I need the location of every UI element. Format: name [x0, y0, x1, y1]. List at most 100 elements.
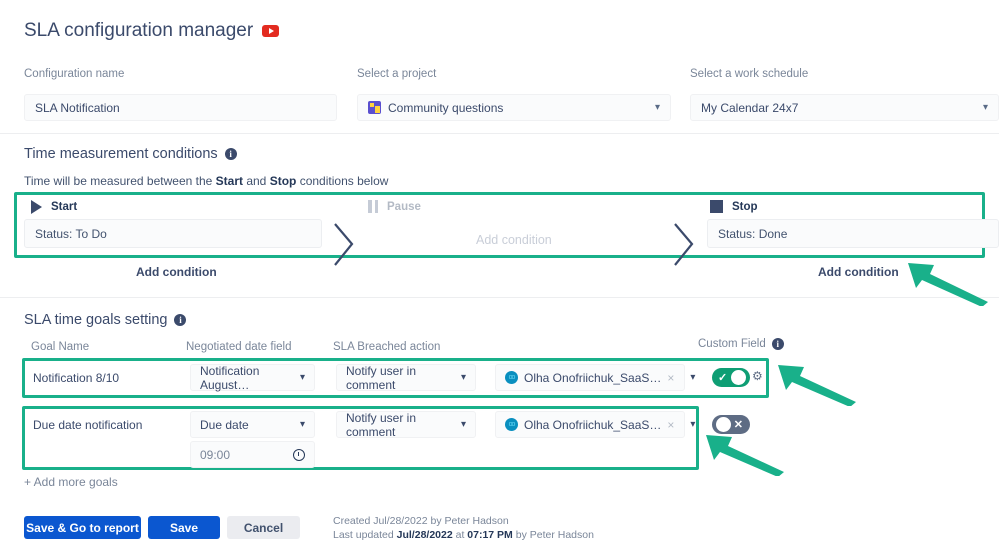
- column-header-breached-action: SLA Breached action: [333, 341, 441, 353]
- page-title: SLA configuration manager: [24, 20, 280, 42]
- goal-row-1-user-select[interactable]: Olha Onofriichuk_SaaS… × ▾: [495, 364, 695, 391]
- goal-row-1-date-field-value: Notification August…: [200, 363, 260, 392]
- annotation-arrow-goal-row-2: [706, 435, 784, 476]
- add-more-goals-link[interactable]: + Add more goals: [24, 475, 118, 489]
- desc-middle: and: [243, 174, 270, 188]
- goal-row-2-user-select[interactable]: Olha Onofriichuk_SaaS… × ▾: [495, 411, 695, 438]
- footer-metadata: Created Jul/28/2022 by Peter Hadson Last…: [333, 514, 594, 542]
- desc-stop: Stop: [269, 174, 297, 188]
- goal-row-1-toggle[interactable]: ✓: [712, 368, 750, 387]
- chevron-down-icon: ▾: [460, 419, 466, 430]
- clock-icon: [293, 448, 305, 461]
- stop-add-condition-link[interactable]: Add condition: [818, 265, 899, 279]
- start-condition-value: Status: To Do: [35, 226, 107, 241]
- created-line: Created Jul/28/2022 by Peter Hadson: [333, 515, 509, 527]
- stop-condition-input[interactable]: Status: Done: [707, 219, 999, 248]
- divider: [0, 133, 999, 134]
- updated-at: at: [452, 529, 468, 541]
- updated-prefix: Last updated: [333, 529, 397, 541]
- goals-heading: SLA time goals setting i: [24, 312, 187, 328]
- goal-row-2-date-field-value: Due date: [200, 417, 249, 432]
- jira-project-icon: [368, 101, 381, 114]
- info-icon[interactable]: i: [174, 314, 187, 326]
- goal-row-1-breached-action-value: Notify user in comment: [346, 363, 417, 392]
- custom-field-label: Custom Field: [698, 338, 766, 350]
- chevron-down-icon: ▾: [690, 372, 696, 383]
- chevron-down-icon: ▾: [654, 101, 660, 113]
- save-button[interactable]: Save: [148, 516, 220, 539]
- toggle-knob: [716, 417, 731, 432]
- pause-add-condition-placeholder[interactable]: Add condition: [476, 233, 552, 247]
- time-conditions-title: Time measurement conditions: [24, 146, 218, 162]
- updated-date: Jul/28/2022: [396, 529, 453, 541]
- info-icon[interactable]: i: [771, 338, 784, 350]
- stop-condition-value: Status: Done: [718, 226, 788, 241]
- goal-row-2-toggle[interactable]: ✕: [712, 415, 750, 434]
- chevron-separator-icon: [334, 223, 354, 266]
- info-icon[interactable]: i: [224, 148, 237, 160]
- goal-row-2-date-field-select[interactable]: Due date ▾: [190, 411, 315, 438]
- goal-row-2-breached-action-value: Notify user in comment: [346, 410, 417, 439]
- configuration-name-label: Configuration name: [24, 68, 125, 80]
- chevron-down-icon: ▾: [690, 419, 696, 430]
- page-title-text: SLA configuration manager: [24, 20, 254, 41]
- start-label: Start: [51, 201, 78, 213]
- chevron-down-icon: ▾: [299, 372, 305, 383]
- save-and-go-to-report-button[interactable]: Save & Go to report: [24, 516, 141, 539]
- youtube-play-icon[interactable]: [262, 25, 280, 37]
- annotation-arrow-goal-row-1: [778, 365, 856, 406]
- start-condition-input[interactable]: Status: To Do: [24, 219, 322, 248]
- goal-row-2-user-value: Olha Onofriichuk_SaaS…: [524, 417, 662, 432]
- stop-label: Stop: [732, 200, 758, 213]
- project-value: Community questions: [388, 100, 504, 115]
- configuration-name-value: SLA Notification: [35, 100, 120, 115]
- goal-row-1-breached-action-select[interactable]: Notify user in comment ▾: [336, 363, 476, 392]
- clear-icon[interactable]: ×: [667, 417, 675, 432]
- avatar: [505, 371, 518, 384]
- start-header: Start: [31, 200, 77, 214]
- pause-header: Pause: [368, 200, 421, 213]
- updated-by: by Peter Hadson: [512, 529, 594, 541]
- play-icon: [31, 200, 42, 214]
- updated-line: Last updated Jul/28/2022 at 07:17 PM by …: [333, 528, 594, 542]
- chevron-down-icon: ▾: [460, 372, 466, 383]
- chevron-down-icon: ▾: [982, 101, 988, 113]
- pause-label: Pause: [387, 200, 421, 213]
- annotation-arrow-stop-condition: [908, 263, 988, 306]
- time-conditions-heading: Time measurement conditions i: [24, 146, 237, 162]
- updated-time: 07:17 PM: [467, 529, 513, 541]
- stop-header: Stop: [710, 200, 758, 213]
- goal-row-2-time-value: 09:00: [200, 447, 231, 462]
- divider: [0, 297, 999, 298]
- desc-suffix: conditions below: [296, 174, 389, 188]
- goal-row-1-name[interactable]: Notification 8/10: [33, 371, 120, 385]
- goal-row-2-name[interactable]: Due date notification: [33, 418, 143, 432]
- goal-row-1-user-value: Olha Onofriichuk_SaaS…: [524, 370, 662, 385]
- chevron-down-icon: ▾: [299, 419, 305, 430]
- clear-icon[interactable]: ×: [667, 370, 675, 385]
- time-conditions-description: Time will be measured between the Start …: [24, 174, 388, 188]
- project-select[interactable]: Community questions ▾: [357, 94, 671, 121]
- custom-field-picker-icon[interactable]: ⚙: [752, 369, 763, 383]
- column-header-goal-name: Goal Name: [31, 341, 90, 353]
- goal-row-2-breached-action-select[interactable]: Notify user in comment ▾: [336, 410, 476, 439]
- goals-title: SLA time goals setting: [24, 312, 168, 328]
- stop-icon: [710, 200, 723, 213]
- cancel-button[interactable]: Cancel: [227, 516, 300, 539]
- work-schedule-value: My Calendar 24x7: [701, 100, 799, 115]
- toggle-knob: [731, 370, 746, 385]
- check-icon: ✓: [718, 372, 728, 384]
- work-schedule-label: Select a work schedule: [690, 68, 809, 80]
- chevron-separator-icon: [674, 223, 694, 266]
- project-label: Select a project: [357, 68, 437, 80]
- configuration-name-input[interactable]: SLA Notification: [24, 94, 337, 121]
- column-header-custom-field: Custom Field i: [698, 338, 784, 350]
- goal-row-1-date-field-select[interactable]: Notification August… ▾: [190, 363, 315, 392]
- pause-icon: [368, 200, 378, 213]
- start-add-condition-link[interactable]: Add condition: [136, 265, 217, 279]
- goal-row-2-time-input[interactable]: 09:00: [190, 441, 315, 468]
- work-schedule-select[interactable]: My Calendar 24x7 ▾: [690, 94, 999, 121]
- avatar: [505, 418, 518, 431]
- desc-prefix: Time will be measured between the: [24, 174, 216, 188]
